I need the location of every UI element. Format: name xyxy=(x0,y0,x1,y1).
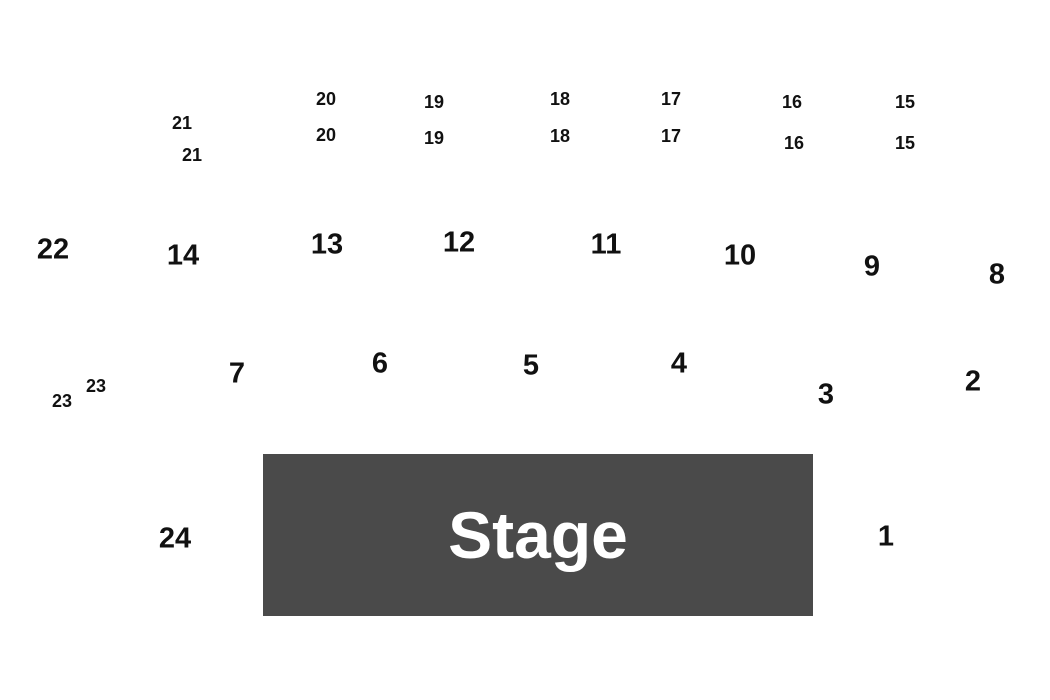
section-20-upper[interactable]: 20 xyxy=(315,89,337,109)
section-11[interactable]: 11 xyxy=(590,228,622,261)
section-23-right[interactable]: 23 xyxy=(85,376,107,396)
section-18-lower[interactable]: 18 xyxy=(549,126,571,146)
stage: Stage xyxy=(263,454,813,616)
section-9[interactable]: 9 xyxy=(863,250,881,283)
section-6[interactable]: 6 xyxy=(371,347,389,380)
section-24[interactable]: 24 xyxy=(158,522,192,555)
stage-label: Stage xyxy=(448,498,628,572)
section-18-upper[interactable]: 18 xyxy=(549,89,571,109)
section-15-lower[interactable]: 15 xyxy=(894,133,916,153)
section-1[interactable]: 1 xyxy=(877,520,895,553)
section-10[interactable]: 10 xyxy=(723,239,757,272)
section-12[interactable]: 12 xyxy=(442,226,476,259)
section-17-upper[interactable]: 17 xyxy=(660,89,682,109)
section-14[interactable]: 14 xyxy=(166,239,200,272)
section-20-lower[interactable]: 20 xyxy=(315,125,337,145)
section-19-upper[interactable]: 19 xyxy=(423,92,445,112)
section-13[interactable]: 13 xyxy=(310,228,344,261)
section-7[interactable]: 7 xyxy=(228,357,246,390)
section-16-lower[interactable]: 16 xyxy=(783,133,805,153)
section-21-lower[interactable]: 21 xyxy=(181,145,203,165)
section-4[interactable]: 4 xyxy=(670,347,688,380)
section-16-upper[interactable]: 16 xyxy=(781,92,803,112)
section-22[interactable]: 22 xyxy=(36,233,70,266)
section-17-lower[interactable]: 17 xyxy=(660,126,682,146)
section-3[interactable]: 3 xyxy=(817,378,835,411)
section-15-upper[interactable]: 15 xyxy=(894,92,916,112)
section-8[interactable]: 8 xyxy=(988,258,1006,291)
section-19-lower[interactable]: 19 xyxy=(423,128,445,148)
section-5[interactable]: 5 xyxy=(522,349,540,382)
section-21-upper[interactable]: 21 xyxy=(171,113,193,133)
section-23-left[interactable]: 23 xyxy=(51,391,73,411)
section-2[interactable]: 2 xyxy=(964,365,982,398)
